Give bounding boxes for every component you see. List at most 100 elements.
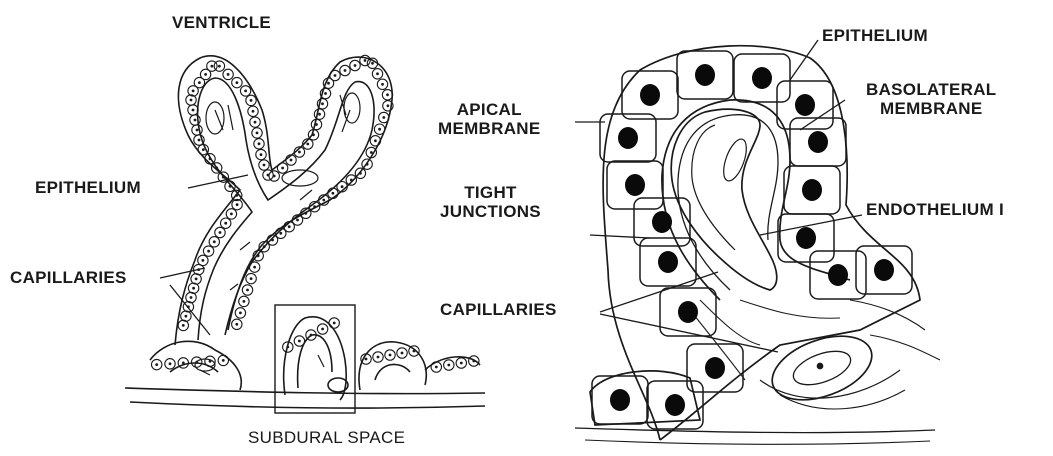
cell-nucleus [192, 109, 195, 112]
cell-nucleus [298, 151, 301, 154]
cell-nucleus [213, 240, 216, 243]
cell-nucleus [828, 264, 848, 286]
cell-nucleus [472, 360, 475, 363]
cell-nucleus [752, 67, 772, 89]
cell-nucleus [377, 356, 380, 359]
cell-nucleus [279, 232, 282, 235]
cell-nucleus [250, 277, 253, 280]
cell-nucleus [246, 289, 249, 292]
cell-nucleus [344, 69, 347, 72]
cell-nucleus [258, 142, 261, 145]
cell-nucleus [290, 159, 293, 162]
cell-nucleus [386, 93, 389, 96]
cell-nucleus [263, 245, 266, 248]
cell-nucleus [665, 394, 685, 416]
cell-nucleus [204, 73, 207, 76]
cell-nucleus [324, 92, 327, 95]
cell-nucleus [610, 389, 630, 411]
cell-nucleus [334, 74, 337, 77]
villus-outer-outline [175, 56, 392, 345]
label-tight-line2: JUNCTIONS [440, 202, 541, 221]
cell-nucleus [318, 113, 321, 116]
cell-nucleus [227, 73, 230, 76]
cell-nucleus [260, 153, 263, 156]
cell-nucleus [310, 334, 313, 337]
cell-nucleus [382, 116, 385, 119]
cell-nucleus [341, 185, 344, 188]
label-apical-line2: MEMBRANE [438, 119, 541, 138]
cell-nucleus [250, 99, 253, 102]
cell-nucleus [209, 157, 212, 160]
label-left-epithelium: EPITHELIUM [35, 178, 141, 197]
cell-nucleus [802, 179, 822, 201]
cell-nucleus [218, 65, 221, 68]
cell-nucleus [378, 128, 381, 131]
cell-nucleus [413, 350, 416, 353]
cell-nucleus [198, 139, 201, 142]
cell-nucleus [224, 222, 227, 225]
cell-nucleus [359, 172, 362, 175]
cell-nucleus [273, 175, 276, 178]
cell-nucleus [366, 163, 369, 166]
inner-lamina [662, 100, 850, 300]
cell-nucleus [155, 363, 158, 366]
cell-nucleus [625, 174, 645, 196]
cell-nucleus [354, 64, 357, 67]
cell-nucleus [321, 328, 324, 331]
cell-nucleus [244, 90, 247, 93]
cell-nucleus [222, 176, 225, 179]
label-basolateral-membrane: BASOLATERAL MEMBRANE [866, 80, 996, 118]
cell-nucleus [192, 90, 195, 93]
cell-nucleus [678, 301, 698, 323]
cell-nucleus [222, 359, 225, 362]
cell-nucleus [370, 151, 373, 154]
cell-nucleus [235, 323, 238, 326]
cell-nucleus [254, 121, 257, 124]
cell-nucleus [640, 84, 660, 106]
cell-nucleus [239, 312, 242, 315]
cell-nucleus [874, 259, 894, 281]
cell-nucleus [796, 227, 816, 249]
cell-nucleus [219, 231, 222, 234]
label-apical-membrane: APICAL MEMBRANE [438, 100, 541, 138]
label-right-capillaries: CAPILLARIES [440, 300, 557, 319]
cell-nucleus [253, 266, 256, 269]
cell-nucleus [236, 81, 239, 84]
label-subdural-space: SUBDURAL SPACE [248, 428, 405, 447]
cell-nucleus [257, 254, 260, 257]
cell-nucleus [401, 352, 404, 355]
cell-nucleus [332, 192, 335, 195]
cell-nucleus [196, 129, 199, 132]
label-right-epithelium: EPITHELIUM [822, 26, 928, 45]
label-tight-junctions: TIGHT JUNCTIONS [440, 183, 541, 221]
cell-nucleus [705, 357, 725, 379]
cell-nucleus [447, 364, 450, 367]
cell-nucleus [236, 203, 239, 206]
cell-nucleus [312, 133, 315, 136]
cell-nucleus [306, 143, 309, 146]
cell-nucleus [211, 65, 214, 68]
cell-nucleus [460, 362, 463, 365]
cell-nucleus [374, 139, 377, 142]
cell-nucleus [185, 315, 188, 318]
cell-nucleus [381, 83, 384, 86]
cell-nucleus [333, 322, 336, 325]
label-left-capillaries: CAPILLARIES [10, 268, 127, 287]
cell-nucleus [795, 94, 815, 116]
cell-nucleus [435, 366, 438, 369]
cell-nucleus [350, 179, 353, 182]
cell-nucleus [198, 81, 201, 84]
cell-nucleus [230, 213, 233, 216]
cell-nucleus [190, 296, 193, 299]
cell-nucleus [263, 164, 266, 167]
cell-nucleus [371, 62, 374, 65]
cell-nucleus [215, 167, 218, 170]
cell-nucleus [313, 205, 316, 208]
label-endothelium: ENDOTHELIUM I [866, 200, 1004, 219]
cell-nucleus [618, 127, 638, 149]
cell-nucleus [235, 194, 238, 197]
cell-nucleus [808, 131, 828, 153]
cell-nucleus [243, 300, 246, 303]
